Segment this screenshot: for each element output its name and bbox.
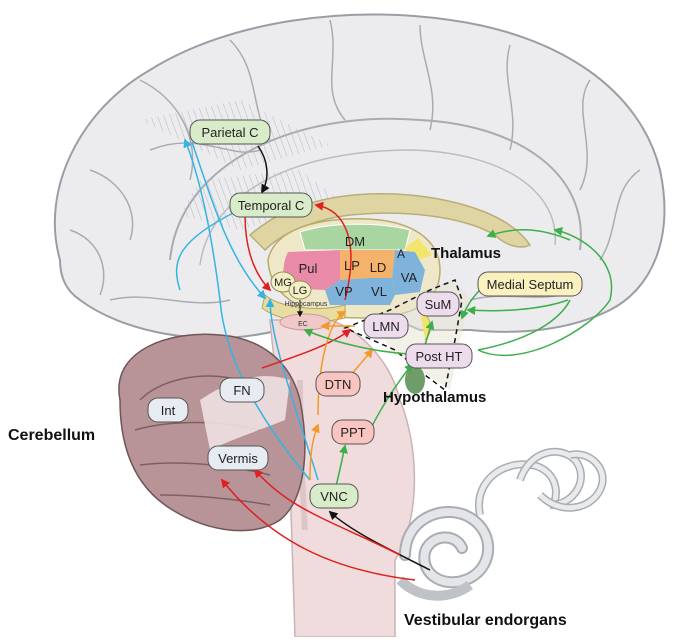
lp-label: LP (344, 258, 360, 273)
node-fn: FN (219, 377, 265, 403)
sum-label: SuM (425, 297, 452, 312)
dtn-label: DTN (325, 377, 352, 392)
node-lmn: LMN (363, 313, 409, 339)
dm-label: DM (345, 234, 365, 249)
vermis-label: Vermis (218, 451, 258, 466)
int-label: Int (161, 403, 176, 418)
node-ppt: PPT (331, 419, 375, 445)
node-temporal-c: Temporal C (229, 192, 313, 218)
mg-label: MG (274, 277, 292, 289)
hippocampus-label: Hippocampus (285, 301, 328, 308)
nucleus-lp (340, 250, 368, 280)
node-int: Int (147, 397, 189, 423)
brainstem (269, 319, 416, 638)
node-vnc: VNC (309, 483, 359, 509)
node-vermis: Vermis (207, 445, 269, 471)
a-label: A (397, 247, 405, 261)
ld-label: LD (370, 260, 387, 275)
vp-label: VP (335, 284, 352, 299)
nucleus-vl (368, 278, 395, 305)
pul-label: Pul (299, 261, 318, 276)
cerebellum-label: Cerebellum (8, 427, 95, 444)
nucleus-pul (283, 250, 340, 290)
hypothalamus-label: Hypothalamus (383, 389, 486, 406)
post-ht-label: Post HT (416, 349, 463, 364)
vl-label: VL (371, 284, 387, 299)
pathways (175, 138, 613, 581)
node-sum: SuM (416, 291, 460, 317)
nucleus-dm (299, 223, 411, 251)
node-dtn: DTN (315, 371, 361, 397)
va-label: VA (401, 270, 418, 285)
vestibular-endorgans-label: Vestibular endorgans (404, 612, 567, 629)
node-post-ht: Post HT (405, 343, 473, 369)
ppt-label: PPT (340, 425, 365, 440)
node-medial-septum: Medial Septum (477, 271, 583, 297)
vnc-label: VNC (320, 489, 347, 504)
inner-ear (396, 447, 607, 601)
lmn-label: LMN (372, 319, 399, 334)
temporal-c-label: Temporal C (238, 198, 304, 213)
ec-label: EC (298, 321, 308, 328)
node-parietal-c: Parietal C (189, 119, 271, 145)
nucleus-va (392, 250, 425, 295)
thalamus-label: Thalamus (431, 245, 501, 262)
pituitary (405, 366, 425, 394)
lg-label: LG (293, 285, 308, 297)
fn-label: FN (233, 383, 250, 398)
cerebrum (53, 13, 666, 340)
medial-septum-label: Medial Septum (487, 277, 574, 292)
nucleus-ld (368, 250, 395, 278)
parietal-c-label: Parietal C (201, 125, 258, 140)
cerebellum-shape (118, 333, 306, 532)
